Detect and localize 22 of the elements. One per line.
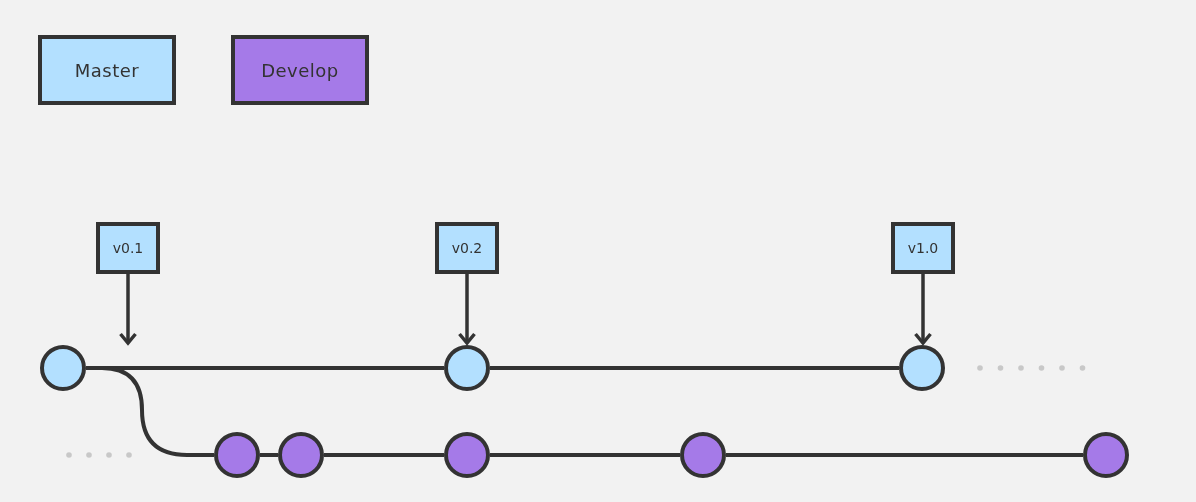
branch-line: [324, 453, 444, 457]
version-tag: v0.1: [96, 222, 160, 274]
commit-circle: [444, 345, 490, 391]
legend-key: Develop: [231, 35, 369, 105]
commit-circle: [40, 345, 86, 391]
commit-circle: [899, 345, 945, 391]
commit-circle: [214, 432, 260, 478]
arrow: [118, 274, 138, 345]
commit-circle: [680, 432, 726, 478]
commit-circle: [1083, 432, 1129, 478]
version-tag: v1.0: [891, 222, 955, 274]
arrow: [457, 274, 477, 345]
commit-circle: [278, 432, 324, 478]
branch-line: [86, 366, 214, 457]
legend-key: Master: [38, 35, 176, 105]
branch-line: [490, 453, 680, 457]
branch-line: [490, 366, 899, 370]
arrow: [913, 274, 933, 345]
version-tag: v0.2: [435, 222, 499, 274]
branch-line: [260, 453, 278, 457]
branch-line: [726, 453, 1083, 457]
commit-circle: [444, 432, 490, 478]
